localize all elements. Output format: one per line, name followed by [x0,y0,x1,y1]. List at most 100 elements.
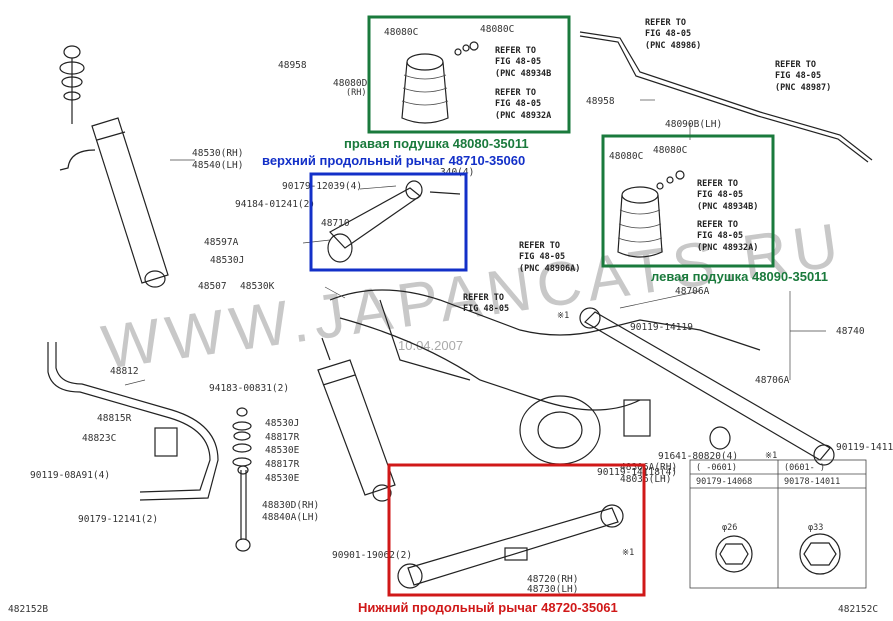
ref-top1-line2: FIG 48-05 [645,29,691,39]
ref-top1-line1: REFER TO [645,18,686,28]
label-48710: 48710 [321,218,350,229]
label-48597a: 48597A [204,237,239,248]
label-48840a: 48840A(LH) [262,512,319,523]
label-90179-12039: 90179-12039(4) [282,181,362,192]
annotation-left-cushion: левая подушка 48090-35011 [651,269,828,284]
ref-4-line2: FIG 48-05 [697,231,743,241]
label-48530j-b: 48530J [265,418,299,429]
label-48817r: 48817R [265,432,300,443]
bushing-stack [232,407,252,467]
ref-4-line3: (PNC 48932A) [697,243,758,253]
table-mark: ※1 [765,451,777,461]
ref-6-line2: FIG 48-05 [463,304,509,314]
label-90119-14119: 90119-14119 [630,322,693,333]
lower-control-arm [397,504,624,589]
label-48823c: 48823C [82,433,116,444]
lower-arm-highlight-box [387,463,646,597]
label-94184: 94184-01241(2) [235,199,315,210]
label-48080c-c: 48080C [609,151,643,162]
label-48090b: 48090B(LH) [665,119,722,130]
ref-2-line2: FIG 48-05 [495,99,541,109]
label-48740: 48740 [836,326,865,337]
label-94183: 94183-00831(2) [209,383,289,394]
ref-top2-line2: FIG 48-05 [775,71,821,81]
label-48530-rh: 48530(RH) [192,148,243,159]
stabilizer-link [235,465,251,552]
left-cushion-highlight-box [601,134,775,268]
annotation-lower-arm: Нижний продольный рычаг 48720-35061 [358,600,618,615]
label-90179-12141: 90179-12141(2) [78,514,158,525]
ref-2-line1: REFER TO [495,88,536,98]
label-48830d: 48830D(RH) [262,500,319,511]
label-90119-14118: 90119-14118(4) [597,467,677,478]
bracket [623,399,651,437]
ref-1-line1: REFER TO [495,46,536,56]
date-stamp: 10.04.2007 [398,338,463,353]
table-size-1: φ26 [722,523,737,533]
label-48507: 48507 [198,281,227,292]
mark-1b: ※1 [622,548,634,558]
fig-code-left: 482152B [8,604,48,615]
ref-4-line1: REFER TO [697,220,738,230]
label-rh: (RH) [346,88,366,98]
leader-lines [124,99,826,386]
table-header-2: (0601- ) [784,463,825,473]
ref-3-line2: FIG 48-05 [697,190,743,200]
label-91641: 91641-80820(4) [658,451,738,462]
label-48706a-top: 48706A [675,286,710,297]
table-part-2: 90178-14011 [784,477,840,487]
fig-code-right: 482152C [838,604,878,615]
upper-arm-highlight-box [309,172,468,272]
label-48958-a: 48958 [278,60,307,71]
label-48958-b: 48958 [586,96,615,107]
lateral-control-rod [579,307,835,466]
annotation-upper-arm: верхний продольный рычаг 48710-35060 [262,153,525,168]
label-48530e: 48530E [265,445,300,456]
annotation-right-cushion: правая подушка 48080-35011 [344,136,529,151]
ref-6-line1: REFER TO [463,293,504,303]
table-size-2: φ33 [808,523,823,533]
mark-1: ※1 [557,311,569,321]
label-48080d: 48080D [333,78,368,89]
label-48036: 48036(LH) [620,474,671,485]
ref-5-line2: FIG 48-05 [519,252,565,262]
ref-1-line3: (PNC 48934B [495,69,551,79]
right-cushion-assembly [401,41,479,124]
washer-table: ※1 ( -0601) (0601- ) 90179-14068 90178-1… [689,451,867,589]
label-48540-lh: 48540(LH) [192,160,243,171]
label-48815r: 48815R [97,413,132,424]
label-48080c-b: 48080C [480,24,514,35]
right-cushion-highlight-box [367,15,571,134]
ref-2-line3: (PNC 48932A [495,111,551,121]
label-48720-rh: 48720(RH) [527,574,578,585]
label-90119-08a91: 90119-08A91(4) [30,470,110,481]
label-48530e-b: 48530E [265,473,300,484]
label-48530j: 48530J [210,255,244,266]
upper-control-arm [327,180,461,263]
label-48730-lh: 48730(LH) [527,584,578,595]
label-48530k: 48530K [240,281,275,292]
left-cushion-assembly [617,170,685,258]
ref-3-line3: (PNC 48934B) [697,202,758,212]
ref-top2-line1: REFER TO [775,60,816,70]
ref-5-line3: (PNC 48906A) [519,264,580,274]
table-header-1: ( -0601) [696,463,737,473]
stabilizer-bar [47,342,219,501]
rear-shock-absorber-lower [317,337,396,502]
label-48080c-d: 48080C [653,145,687,156]
ref-3-line1: REFER TO [697,179,738,189]
brake-line [579,31,873,161]
label-90119-1411: 90119-1411 [836,442,893,453]
ref-5-line1: REFER TO [519,241,560,251]
label-48080c-a: 48080C [384,27,418,38]
label-48306a: 48306A(RH) [620,462,677,473]
label-48812: 48812 [110,366,139,377]
rear-shock-absorber-upper [59,45,169,288]
label-48706a-mid: 48706A [755,375,790,386]
table-part-1: 90179-14068 [696,477,752,487]
ref-1-line2: FIG 48-05 [495,57,541,67]
label-90901: 90901-19062(2) [332,550,412,561]
ref-top2-line3: (PNC 48987) [775,83,831,93]
